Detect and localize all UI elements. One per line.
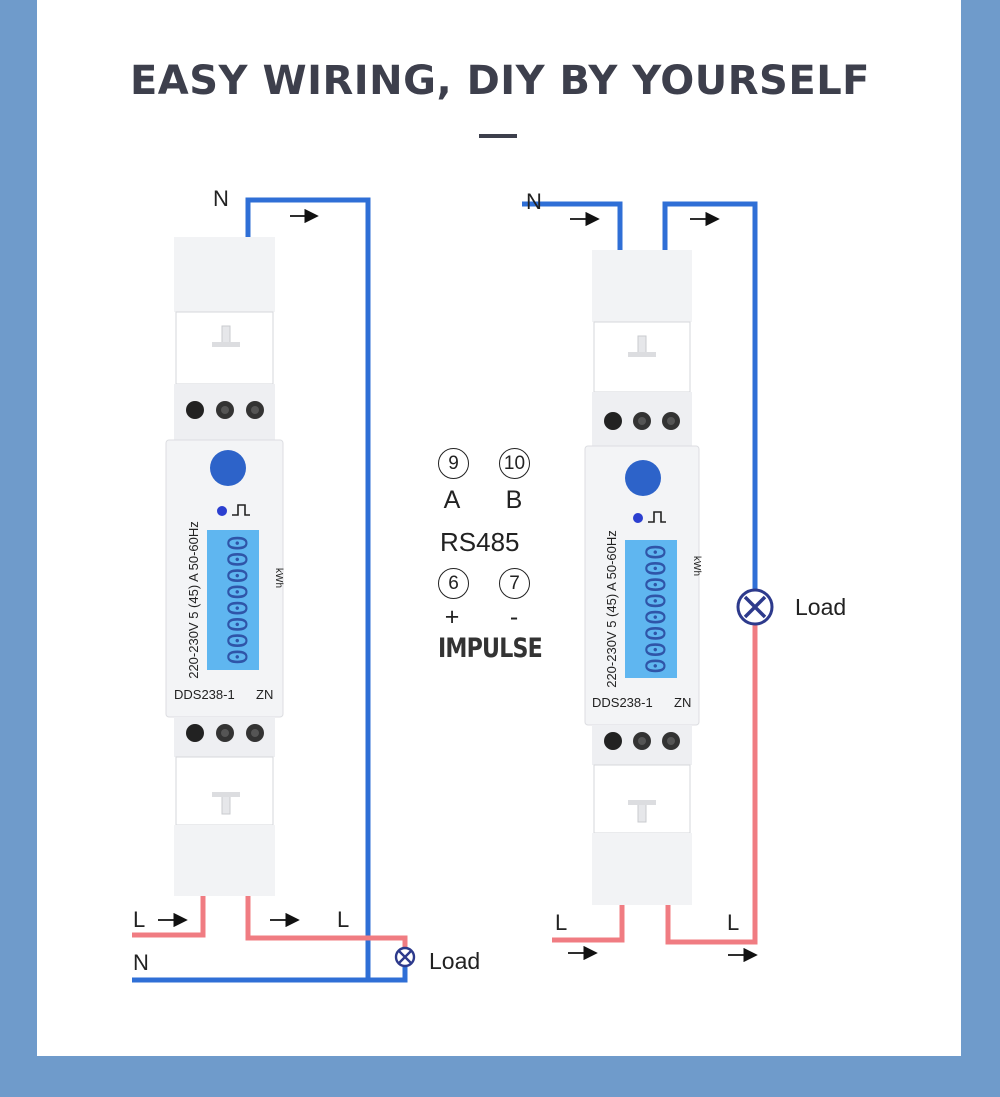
title-divider (479, 134, 517, 138)
left-load-label: Load (429, 948, 480, 974)
right-neutral-wire (522, 201, 758, 590)
right-load-label: Load (795, 594, 846, 620)
meter-brand: ZN (674, 695, 691, 710)
left-l-in-label: L (133, 907, 145, 932)
terminal-7-number: 7 (499, 568, 530, 599)
meter-model: DDS238-1 (592, 695, 653, 710)
impulse-label: IMPULSE (438, 633, 543, 664)
left-l-out-label: L (337, 907, 349, 932)
meter-display: 00000000 (641, 544, 672, 674)
left-n-bottom-label: N (133, 950, 149, 975)
load-icon (736, 588, 774, 626)
rs485-label: RS485 (440, 527, 520, 557)
right-n-top-label: N (526, 189, 542, 214)
energy-meter-right: 00000000 220-230V 5 (45) A 50-60Hz kWh D… (584, 250, 702, 905)
terminal-6-number: 6 (438, 568, 469, 599)
left-live-wire (132, 896, 408, 947)
meter-brand: ZN (256, 687, 273, 702)
impulse-plus-label: + (444, 603, 460, 631)
left-n-top-label: N (213, 186, 229, 211)
load-icon (394, 946, 416, 968)
terminal-9-number: 9 (438, 448, 469, 479)
right-live-wire (552, 625, 758, 945)
terminal-10-number: 10 (499, 448, 530, 479)
rs485-b-label: B (505, 486, 523, 514)
meter-rating: 220-230V 5 (45) A 50-60Hz (604, 530, 619, 688)
energy-meter-left: 00000000 220-230V 5 (45) A 50-60Hz kWh D… (165, 237, 284, 896)
meter-model: DDS238-1 (174, 687, 235, 702)
meter-rating: 220-230V 5 (45) A 50-60Hz (186, 521, 201, 679)
impulse-minus-label: - (509, 603, 519, 631)
page-title: EASY WIRING, DIY BY YOURSELF (129, 58, 871, 104)
left-neutral-wire (132, 196, 408, 984)
right-l-in-label: L (555, 910, 567, 935)
rs485-a-label: A (443, 486, 461, 514)
right-l-out-label: L (727, 910, 739, 935)
meter-display: 00000000 (223, 535, 254, 665)
meter-unit: kWh (691, 556, 702, 576)
meter-unit: kWh (273, 568, 284, 588)
